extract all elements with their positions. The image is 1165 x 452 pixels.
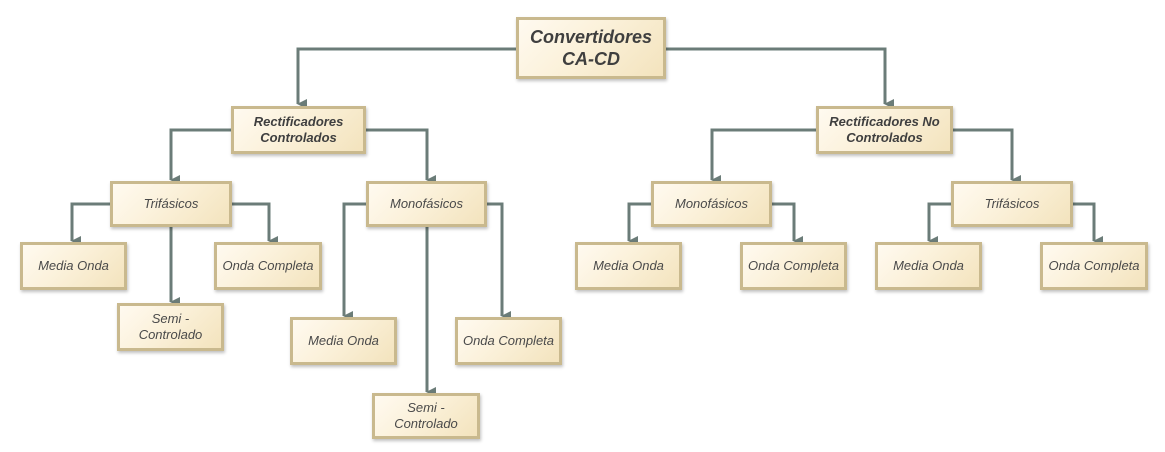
uncontrolled-three-phase-node: Trifásicos: [951, 181, 1073, 227]
controlled-single-phase-full-wave-label: Onda Completa: [462, 332, 555, 348]
controlled-single-phase-half-wave-label: Media Onda: [308, 332, 379, 348]
controlled-three-phase-semi-label: Semi - Controlado: [138, 310, 203, 342]
connector-controlled-monofasicos: [365, 128, 436, 185]
controlled-rectifiers-label: Rectificadores Controlados: [253, 113, 344, 145]
controlled-single-phase-semi-node: Semi - Controlado: [372, 393, 480, 439]
connector-controlled-trifasicos: [169, 128, 232, 185]
controlled-three-phase-half-wave-node: Media Onda: [20, 242, 127, 290]
controlled-three-phase-semi-node: Semi - Controlado: [117, 303, 224, 351]
connector-ct-completa: [231, 202, 278, 246]
uncontrolled-single-phase-half-wave-node: Media Onda: [575, 242, 682, 290]
uncontrolled-single-phase-full-wave-node: Onda Completa: [740, 242, 847, 290]
uncontrolled-rectifiers-label: Rectificadores No Controlados: [829, 113, 940, 145]
controlled-single-phase-node: Monofásicos: [366, 181, 487, 227]
connector-root-controlled: [296, 47, 517, 109]
uncontrolled-single-phase-full-wave-label: Onda Completa: [747, 257, 840, 273]
uncontrolled-three-phase-full-wave-node: Onda Completa: [1040, 242, 1148, 290]
uncontrolled-three-phase-half-wave-label: Media Onda: [893, 257, 964, 273]
connector-cm-completa: [486, 202, 511, 321]
uncontrolled-three-phase-label: Trifásicos: [984, 195, 1040, 211]
uncontrolled-single-phase-half-wave-label: Media Onda: [593, 257, 664, 273]
uncontrolled-three-phase-half-wave-node: Media Onda: [875, 242, 982, 290]
uncontrolled-single-phase-label: Monofásicos: [675, 195, 748, 211]
controlled-single-phase-half-wave-node: Media Onda: [290, 317, 397, 365]
controlled-three-phase-label: Trifásicos: [143, 195, 199, 211]
controlled-single-phase-full-wave-node: Onda Completa: [455, 317, 562, 365]
controlled-three-phase-full-wave-label: Onda Completa: [222, 257, 314, 273]
connector-uncontrolled-trifasicos: [952, 128, 1021, 185]
uncontrolled-three-phase-full-wave-label: Onda Completa: [1048, 257, 1140, 273]
controlled-single-phase-label: Monofásicos: [390, 195, 463, 211]
controlled-single-phase-semi-label: Semi - Controlado: [394, 399, 458, 431]
controlled-three-phase-full-wave-node: Onda Completa: [214, 242, 322, 290]
connector-ct-media: [70, 202, 111, 246]
connector-ut-media: [927, 202, 952, 246]
controlled-three-phase-half-wave-label: Media Onda: [38, 257, 109, 273]
connector-ut-completa: [1072, 202, 1103, 246]
root-label: Convertidores CA-CD: [529, 26, 653, 70]
uncontrolled-rectifiers-node: Rectificadores No Controlados: [816, 106, 953, 154]
controlled-three-phase-node: Trifásicos: [110, 181, 232, 227]
connector-um-completa: [771, 202, 803, 246]
root-node: Convertidores CA-CD: [516, 17, 666, 79]
uncontrolled-single-phase-node: Monofásicos: [651, 181, 772, 227]
connector-root-uncontrolled: [665, 47, 894, 109]
connector-cm-media: [342, 202, 367, 321]
connector-um-media: [627, 202, 652, 246]
connector-uncontrolled-monofasicos: [710, 128, 817, 185]
controlled-rectifiers-node: Rectificadores Controlados: [231, 106, 366, 154]
